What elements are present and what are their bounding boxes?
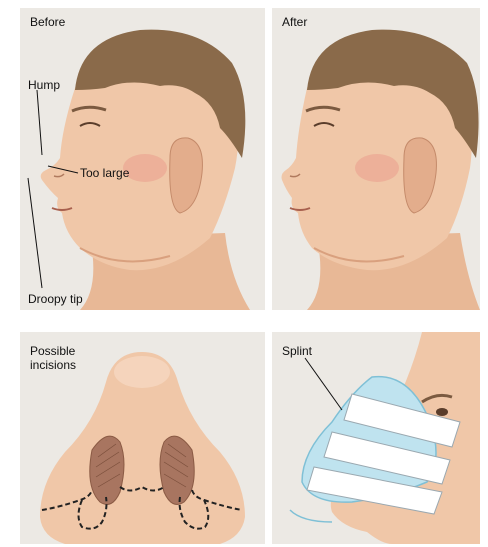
callout-droopy-tip-label: Droopy tip	[28, 292, 83, 306]
callout-too-large-label: Too large	[80, 166, 129, 180]
splint-illustration	[272, 332, 480, 544]
callout-hump-label: Hump	[28, 78, 60, 92]
before-head-illustration	[20, 8, 265, 310]
splint-panel: Splint	[272, 332, 480, 544]
incisions-panel: Possible incisions	[20, 332, 265, 544]
splint-title: Splint	[282, 344, 312, 358]
splint-callout-line	[305, 358, 342, 410]
after-head-illustration	[272, 8, 480, 310]
before-title: Before	[30, 15, 65, 29]
before-panel: Before Hump Too large Droopy tip	[20, 8, 265, 310]
after-panel: After	[272, 8, 480, 310]
after-title: After	[282, 15, 307, 29]
incisions-title: Possible incisions	[30, 344, 76, 372]
